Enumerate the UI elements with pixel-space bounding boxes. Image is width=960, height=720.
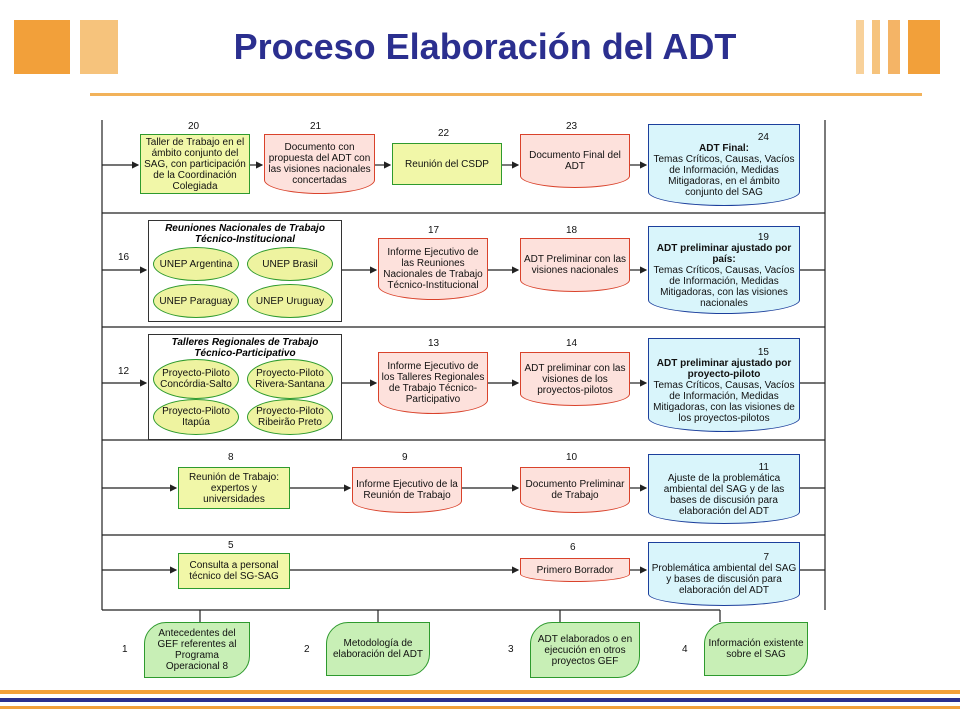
group-item: Proyecto-Piloto Itapúa xyxy=(153,399,239,435)
footer-stripe xyxy=(0,706,960,709)
step-number: 12 xyxy=(118,366,130,377)
document-box: Documento Final del ADT xyxy=(520,134,630,188)
input-source: Metodología de elaboración del ADT xyxy=(326,622,430,676)
step-number: 9 xyxy=(402,452,408,463)
output-document: 15 ADT preliminar ajustado por proyecto-… xyxy=(648,338,800,432)
step-number: 4 xyxy=(682,644,688,655)
output-document: 19 ADT preliminar ajustado por país: Tem… xyxy=(648,226,800,314)
step-number: 7 xyxy=(763,552,769,563)
step-box: Reunión de Trabajo: expertos y universid… xyxy=(178,467,290,509)
step-number: 14 xyxy=(566,338,578,349)
step-number: 20 xyxy=(188,121,200,132)
step-number: 5 xyxy=(228,540,234,551)
document-box: ADT Preliminar con las visiones nacional… xyxy=(520,238,630,292)
step-number: 8 xyxy=(228,452,234,463)
step-number: 10 xyxy=(566,452,578,463)
document-box: Informe Ejecutivo de las Reuniones Nacio… xyxy=(378,238,488,300)
group-item: Proyecto-Piloto Ribeirão Preto xyxy=(247,399,333,435)
input-source: ADT elaborados o en ejecución en otros p… xyxy=(530,622,640,678)
group-item: Proyecto-Piloto Rivera-Santana xyxy=(247,359,333,399)
group-item: UNEP Argentina xyxy=(153,247,239,281)
footer-stripe xyxy=(0,698,960,702)
step-number: 24 xyxy=(757,132,769,143)
step-number: 6 xyxy=(570,542,576,553)
group-item: UNEP Paraguay xyxy=(153,284,239,318)
page-title: Proceso Elaboración del ADT xyxy=(233,26,737,67)
document-box: Informe Ejecutivo de la Reunión de Traba… xyxy=(352,467,462,513)
step-box: Taller de Trabajo en el ámbito conjunto … xyxy=(140,134,250,194)
group-item: Proyecto-Piloto Concórdia-Salto xyxy=(153,359,239,399)
document-box: ADT preliminar con las visiones de los p… xyxy=(520,352,630,406)
step-number: 18 xyxy=(566,225,578,236)
corner-decoration-right xyxy=(856,20,940,74)
group-item: UNEP Brasil xyxy=(247,247,333,281)
step-box: Reunión del CSDP xyxy=(392,143,502,185)
step-number: 19 xyxy=(757,231,769,243)
output-document: 24 ADT Final: Temas Críticos, Causas, Va… xyxy=(648,124,800,206)
step-number: 3 xyxy=(508,644,514,655)
step-number: 23 xyxy=(566,121,578,132)
group-box: Talleres Regionales de Trabajo Técnico-P… xyxy=(148,334,342,440)
step-number: 17 xyxy=(428,225,440,236)
step-number: 16 xyxy=(118,252,130,263)
step-number: 2 xyxy=(304,644,310,655)
step-number: 15 xyxy=(757,346,769,358)
group-item: UNEP Uruguay xyxy=(247,284,333,318)
document-box: Documento con propuesta del ADT con las … xyxy=(264,134,375,194)
document-box: Informe Ejecutivo de los Talleres Region… xyxy=(378,352,488,414)
footer-stripe xyxy=(0,690,960,694)
step-number: 11 xyxy=(758,461,769,473)
step-number: 13 xyxy=(428,338,440,349)
output-document: 11 Ajuste de la problemática ambiental d… xyxy=(648,454,800,524)
corner-decoration-left xyxy=(14,20,118,74)
input-source: Antecedentes del GEF referentes al Progr… xyxy=(144,622,250,678)
step-box: Consulta a personal técnico del SG-SAG xyxy=(178,553,290,589)
step-number: 22 xyxy=(438,128,450,139)
output-document: 7 Problemática ambiental del SAG y bases… xyxy=(648,542,800,606)
group-box: Reuniones Nacionales de Trabajo Técnico-… xyxy=(148,220,342,322)
step-number: 21 xyxy=(310,121,322,132)
document-box: Documento Preliminar de Trabajo xyxy=(520,467,630,513)
title-underline xyxy=(90,93,922,96)
step-number: 1 xyxy=(122,644,128,655)
document-box: Primero Borrador xyxy=(520,558,630,582)
input-source: Información existente sobre el SAG xyxy=(704,622,808,676)
